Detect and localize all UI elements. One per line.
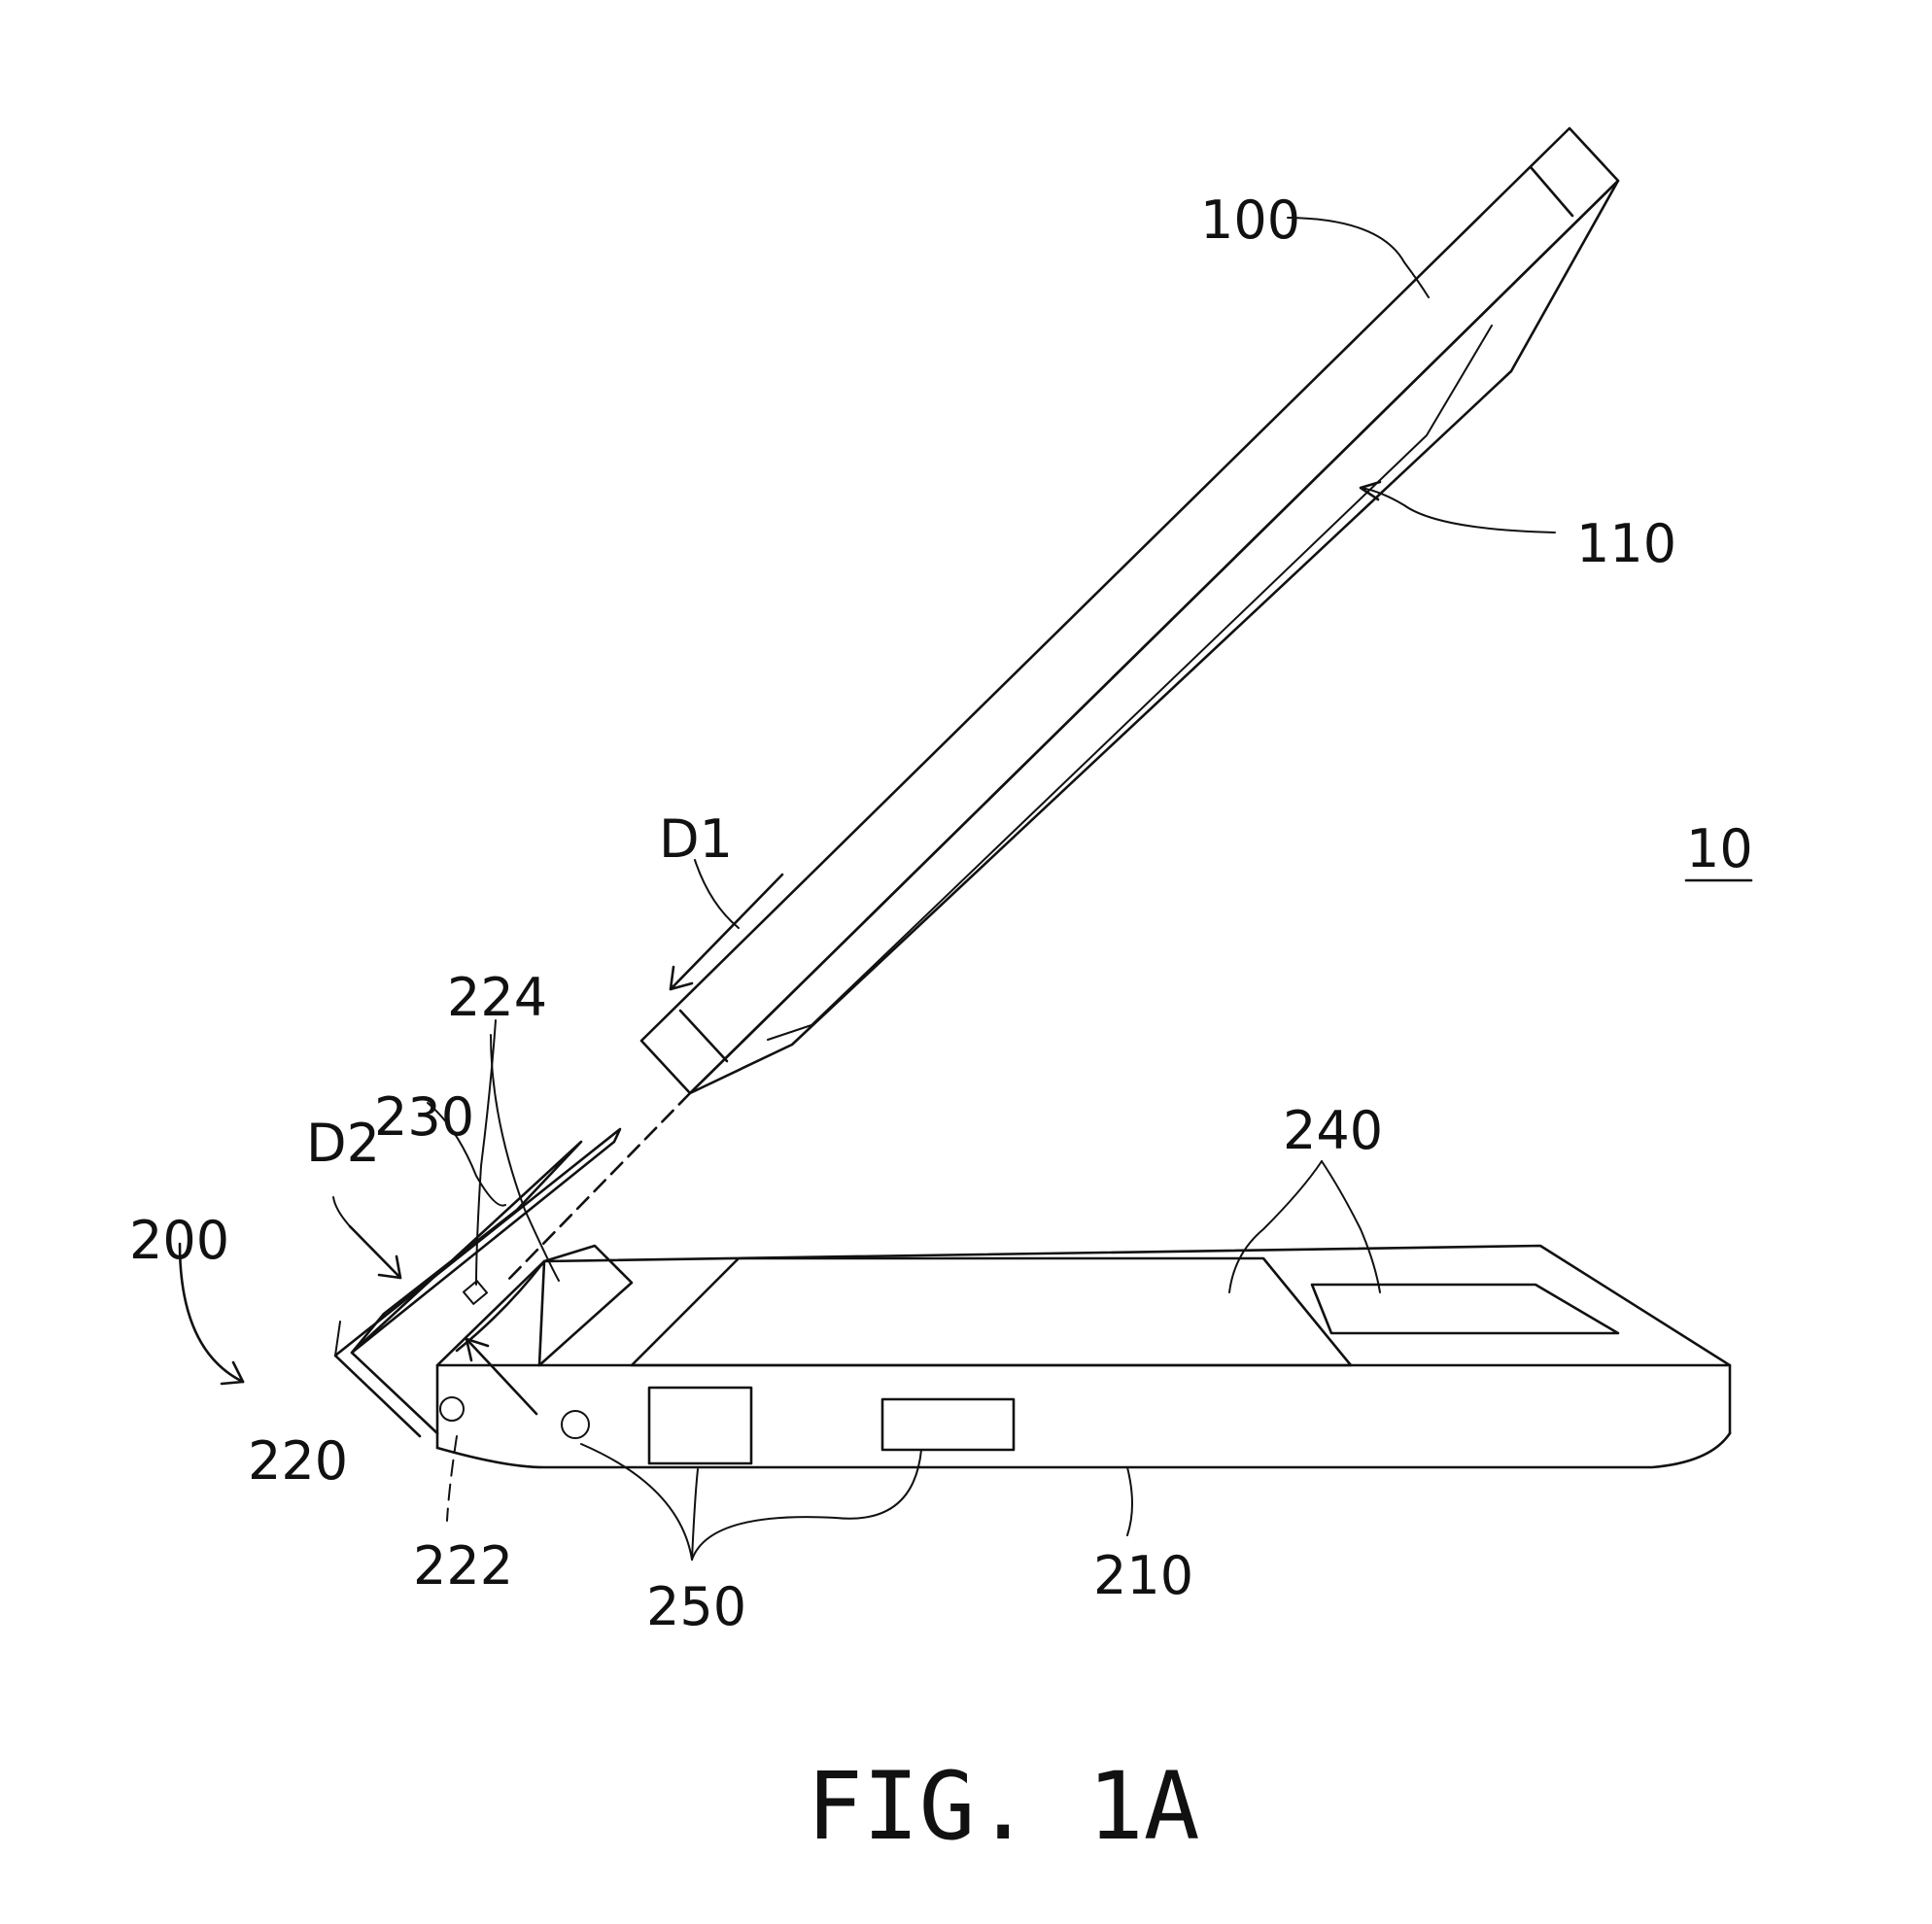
label-d2: D2 [306,1113,380,1174]
leader-lines [335,218,1429,1560]
base-body [437,1246,1730,1467]
label-222: 222 [413,1535,513,1597]
figure-caption: FIG. 1A [807,1752,1200,1861]
hinge-assembly [335,1129,632,1436]
tablet-back-face [690,181,1618,1093]
label-d1: D1 [659,808,733,870]
tablet [641,128,1618,1093]
alignment-line [505,1093,690,1283]
arrow-d2 [333,1197,400,1278]
hinge-tab-block [539,1246,632,1365]
label-220: 220 [248,1430,348,1492]
tablet-top-end [1531,167,1572,216]
arrow-hinge-tab [466,1339,536,1414]
label-10: 10 [1686,818,1753,879]
port-round [562,1411,589,1438]
label-100: 100 [1200,189,1300,251]
arrow-d1 [671,860,782,989]
label-250: 250 [646,1576,746,1637]
label-240: 240 [1283,1100,1383,1161]
tablet-edge-groove [768,326,1492,1040]
label-200: 200 [129,1210,229,1271]
label-210: 210 [1093,1545,1193,1606]
tablet-bottom-end [680,1011,727,1061]
label-224: 224 [447,967,547,1028]
base-bottom-edge [437,1433,1730,1467]
pad-small [1312,1285,1618,1333]
label-230: 230 [374,1086,474,1148]
pad-large [632,1258,1351,1365]
port-usb [649,1388,751,1463]
port-slot [882,1399,1014,1450]
tablet-front-face [641,128,1618,1093]
hinge-inner-face [352,1142,581,1353]
base-top-surface [437,1246,1730,1365]
arrow-110 [1361,482,1555,533]
label-110: 110 [1576,513,1676,574]
port-222 [440,1397,464,1421]
